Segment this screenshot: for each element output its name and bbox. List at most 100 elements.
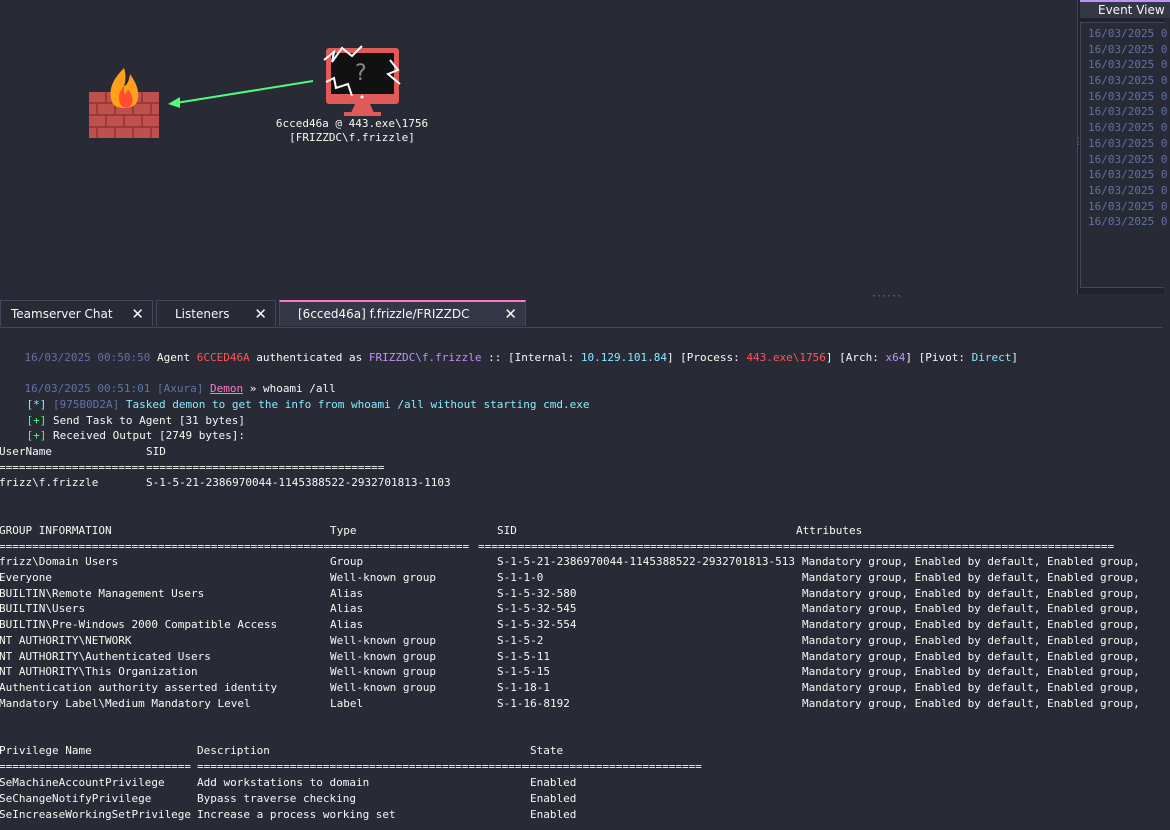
table-row-cell: Mandatory group, Enabled by default, Ena… [802,696,1140,710]
group-table-separator-cell: ========================================… [478,540,783,553]
user-table-header: UserName SID [0,445,166,458]
close-icon[interactable]: ✕ [131,305,144,323]
table-row-cell: S-1-5-15 [497,665,550,679]
table-row-cell: Mandatory group, Enabled by default, Ena… [802,586,1140,600]
firewall-icon[interactable] [89,68,159,138]
table-row-cell: Well-known group [330,633,436,647]
event-log-entry: 16/03/2025 0 [1088,152,1168,166]
pane-splitter[interactable]: ······ [0,291,1163,302]
link-arrow [168,80,314,108]
agent-console-output[interactable]: 16/03/2025 00:50:50 Agent 6CCED46A authe… [0,328,1163,830]
close-icon[interactable]: ✕ [504,305,517,323]
event-log-entry: 16/03/2025 0 [1088,183,1168,197]
table-row-cell: Mandatory group, Enabled by default, Ena… [802,649,1140,663]
auth-line: 16/03/2025 00:50:50 Agent 6CCED46A authe… [24,350,1019,364]
agent-label-line1: 6cced46a @ 443.exe\1756 [275,117,429,130]
session-graph[interactable]: ? 6cced46a @ 443.exe\1756 [FRIZZDC\f.fri… [0,0,1077,294]
table-row-cell: BUILTIN\Remote Management Users [0,586,205,600]
table-row-cell: S-1-5-32-580 [497,586,577,600]
privilege-table-separator-cell: ============================= [0,760,192,773]
table-row-cell: Well-known group [330,649,436,663]
table-row-cell: S-1-5-2 [497,633,544,647]
event-log-entry: 16/03/2025 0 [1088,42,1168,56]
table-row-cell: S-1-5-32-554 [497,618,577,631]
table-row-cell: S-1-18-1 [497,681,550,694]
table-row-cell: Mandatory Label\Medium Mandatory Level [0,696,251,710]
table-row: NT AUTHORITY\This Organization Well-known… [0,664,1163,680]
table-row-cell: S-1-5-11 [497,649,550,663]
tab-agent-session[interactable]: [6cced46a] f.frizzle/FRIZZDC ✕ [279,300,526,326]
group-table-separator-cell: ========================================… [0,540,337,553]
table-row-cell: NT AUTHORITY\NETWORK [0,633,132,647]
table-row-cell: S-1-5-32-545 [497,602,577,616]
table-row-cell: Well-known group [330,665,436,679]
splitter-grip[interactable]: ······ [871,291,902,302]
group-table-separator-cell: ========================================… [783,540,1115,553]
table-row-cell: Mandatory group, Enabled by default, Ena… [802,570,1140,584]
privilege-table-header-cell: Privilege Name [0,744,92,757]
privilege-table-header: Privilege Name Description State [0,743,1163,759]
event-log-entry: 16/03/2025 0 [1088,168,1168,182]
table-row-cell: Mandatory group, Enabled by default, Ena… [802,618,1140,631]
privilege-table-separator-cell: =========================== [523,760,702,773]
panel-resize-grip[interactable]: ⋮ [1074,137,1083,147]
group-table-header-cell: Attributes [796,524,863,537]
event-log-entry: 16/03/2025 0 [1088,27,1168,40]
table-row-cell: SeMachineAccountPrivilege [0,776,165,789]
table-row-cell: SeChangeNotifyPrivilege [0,791,152,805]
table-row-cell: S-1-1-0 [497,570,544,584]
question-mark: ? [355,61,367,86]
table-row-cell: Everyone [0,570,52,584]
tab-listeners[interactable]: Listeners ✕ [156,300,276,326]
event-log-entry: 16/03/2025 0 [1088,121,1168,135]
table-row-cell: Alias [330,586,364,600]
user-table-row: frizz\f.frizzle S-1-5-21-2386970044-1145… [0,476,451,489]
tab-bar: Teamserver Chat ✕ Listeners ✕ [6cced46a]… [0,300,1163,328]
tab-teamserver-chat[interactable]: Teamserver Chat ✕ [0,300,153,326]
table-row: BUILTIN\Pre-Windows 2000 Compatible Acce… [0,617,1163,633]
table-row-cell: S-1-5-21-2386970044-1145388522-293270181… [497,555,796,568]
table-row: SeChangeNotifyPrivilege Bypass traverse c… [0,791,1163,807]
group-table-separator: ========================================… [0,539,1163,555]
session-graph-canvas: ? [89,45,401,138]
table-row-cell: NT AUTHORITY\Authenticated Users [0,649,211,663]
group-table-header-cell: GROUP INFORMATION [0,524,112,537]
task-line: [*] [975B0D2A] Tasked demon to get the i… [26,397,590,411]
agent-label-line2: [FRIZZDC\f.frizzle] [289,131,415,144]
tab-event-viewer[interactable]: Event View [1080,0,1170,18]
table-row-cell: NT AUTHORITY\This Organization [0,665,198,679]
table-row-cell: Authentication authority asserted identi… [0,681,278,694]
table-row: NT AUTHORITY\Authenticated Users Well-kno… [0,649,1163,665]
unknown-host-monitor-icon[interactable]: ? [323,45,401,116]
table-row-cell: Bypass traverse checking [197,791,356,805]
event-log-entry: 16/03/2025 0 [1088,136,1168,150]
table-row-cell: Mandatory group, Enabled by default, Ena… [802,633,1140,647]
command-line: 16/03/2025 00:51:01 [Axura] Demon » whoa… [24,381,336,395]
table-row-cell: Well-known group [330,681,436,694]
event-log-entry: 16/03/2025 0 [1088,215,1168,229]
privilege-table-header-cell: Description [197,744,270,757]
received-line: [+] Received Output [2749 bytes]: [26,428,246,442]
table-row-cell: Label [330,696,364,710]
table-row-cell: S-1-16-8192 [497,696,570,710]
table-row-cell: BUILTIN\Users [0,602,86,616]
table-row: Authentication authority asserted identi… [0,680,1163,696]
privilege-table-header-cell: State [530,744,564,757]
table-row-cell: Mandatory group, Enabled by default, Ena… [802,555,1140,568]
table-row-cell: Well-known group [330,570,436,584]
close-icon[interactable]: ✕ [254,305,267,323]
table-row-cell: Enabled [530,776,577,789]
table-row-cell: Alias [330,602,364,616]
table-row-cell: frizz\Domain Users [0,555,119,568]
user-table-separator: ====================== =================… [0,461,385,474]
table-row-cell: BUILTIN\Pre-Windows 2000 Compatible Acce… [0,618,278,631]
table-row-cell: Mandatory group, Enabled by default, Ena… [802,681,1140,694]
event-log-entry: 16/03/2025 0 [1088,89,1168,103]
group-table-separator-cell: ===================== [330,540,470,553]
